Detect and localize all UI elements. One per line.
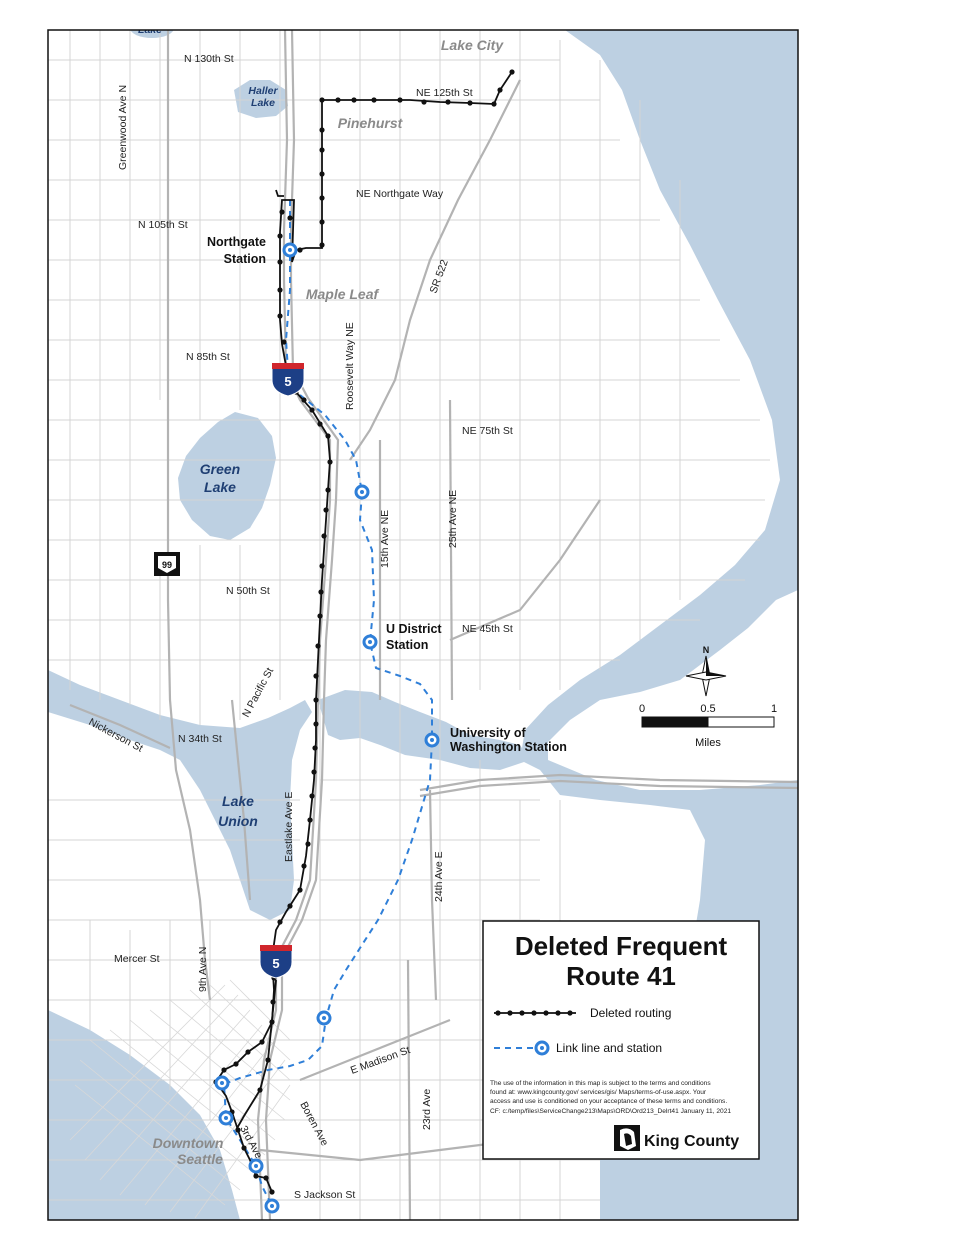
label-haller: Haller bbox=[248, 85, 278, 97]
label-green-lake: Lake bbox=[204, 479, 236, 495]
street-northgate-way: NE Northgate Way bbox=[356, 188, 444, 200]
street-eastlake: Eastlake Ave E bbox=[283, 792, 295, 862]
street-25th: 25th Ave NE bbox=[447, 490, 459, 548]
street-n105: N 105th St bbox=[138, 219, 188, 231]
label-lake-city: Lake City bbox=[441, 37, 504, 53]
label-green: Green bbox=[200, 461, 240, 477]
legend-title-1: Deleted Frequent bbox=[515, 931, 728, 961]
svg-text:King County: King County bbox=[644, 1133, 739, 1150]
haller-lake bbox=[234, 80, 288, 118]
street-jackson: S Jackson St bbox=[294, 1189, 355, 1201]
street-roosevelt: Roosevelt Way NE bbox=[344, 322, 356, 410]
file-path: CF: c:/temp/files\ServiceChange213\Maps\… bbox=[490, 1108, 731, 1115]
street-15th: 15th Ave NE bbox=[379, 510, 391, 568]
label-northgate-station-1: Northgate bbox=[207, 235, 266, 249]
label-lake-top: Lake bbox=[138, 24, 162, 36]
i5-shield-south: 5 bbox=[259, 945, 293, 979]
label-uw-station-2: Washington Station bbox=[450, 740, 567, 754]
route-41-stops bbox=[213, 69, 515, 1195]
king-county-logo: King County bbox=[614, 1125, 739, 1151]
svg-text:99: 99 bbox=[162, 560, 172, 570]
label-maple-leaf: Maple Leaf bbox=[306, 286, 380, 302]
svg-text:Link line and station: Link line and station bbox=[556, 1041, 662, 1055]
i5-shield-north: 5 bbox=[271, 363, 305, 397]
scale-bar: 0 0.5 1 Miles bbox=[639, 703, 777, 749]
label-lake-union-1: Lake bbox=[222, 793, 254, 809]
svg-text:1: 1 bbox=[771, 703, 777, 715]
elliott-bay bbox=[48, 1010, 240, 1220]
street-23rd: 23rd Ave bbox=[421, 1089, 433, 1130]
north-arrow: N bbox=[685, 645, 727, 697]
street-ne45: NE 45th St bbox=[462, 623, 513, 635]
legend-deleted-routing: Deleted routing bbox=[494, 1006, 671, 1020]
label-uw-station-1: University of bbox=[450, 726, 527, 740]
svg-text:0.5: 0.5 bbox=[700, 703, 715, 715]
disclaimer-3: access and use is conditioned on your ac… bbox=[490, 1098, 727, 1105]
disclaimer-1: The use of the information in this map i… bbox=[490, 1080, 711, 1087]
label-lake-union-2: Union bbox=[218, 813, 258, 829]
label-downtown: Downtown bbox=[153, 1135, 224, 1151]
legend-box: Deleted Frequent Route 41 Deleted routin… bbox=[482, 920, 760, 1160]
disclaimer-2: found at: www.kingcounty.gov/ services/g… bbox=[490, 1089, 707, 1096]
svg-text:N: N bbox=[703, 645, 710, 655]
street-n85: N 85th St bbox=[186, 351, 230, 363]
svg-text:5: 5 bbox=[284, 374, 291, 389]
street-greenwood: Greenwood Ave N bbox=[117, 85, 129, 170]
svg-text:5: 5 bbox=[272, 956, 279, 971]
legend-title-2: Route 41 bbox=[566, 961, 676, 991]
svg-text:Deleted routing: Deleted routing bbox=[590, 1006, 671, 1020]
street-ne75: NE 75th St bbox=[462, 425, 513, 437]
street-n34: N 34th St bbox=[178, 733, 222, 745]
street-24th: 24th Ave E bbox=[433, 851, 445, 902]
street-ne125: NE 125th St bbox=[416, 87, 473, 99]
label-udistrict-station-2: Station bbox=[386, 638, 428, 652]
label-seattle: Seattle bbox=[177, 1151, 223, 1167]
link-light-rail-line bbox=[222, 200, 433, 1207]
label-pinehurst: Pinehurst bbox=[338, 115, 404, 131]
sr99-shield: 99 bbox=[154, 552, 180, 576]
map-frame bbox=[47, 29, 799, 1221]
green-lake bbox=[178, 412, 276, 540]
street-n130: N 130th St bbox=[184, 53, 234, 65]
street-9th: 9th Ave N bbox=[197, 947, 209, 992]
street-mercer: Mercer St bbox=[114, 953, 160, 965]
legend-link-line: Link line and station bbox=[494, 1040, 662, 1056]
label-udistrict-station-1: U District bbox=[386, 622, 442, 636]
street-n50: N 50th St bbox=[226, 585, 270, 597]
label-northgate-station-2: Station bbox=[224, 252, 266, 266]
svg-text:Miles: Miles bbox=[695, 737, 721, 749]
label-haller-lake: Lake bbox=[251, 97, 275, 109]
svg-text:0: 0 bbox=[639, 703, 645, 715]
